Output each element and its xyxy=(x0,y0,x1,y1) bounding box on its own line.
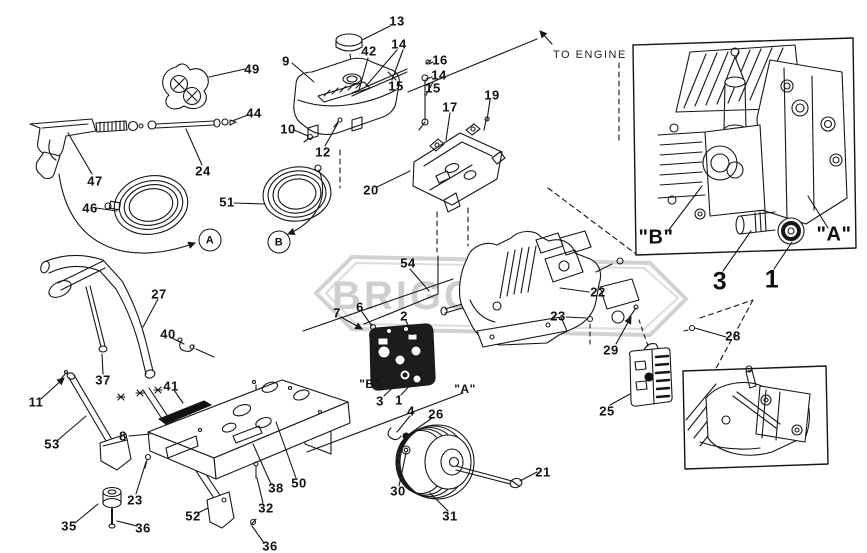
callout-2-24: 2 xyxy=(400,308,408,324)
leader-lines xyxy=(40,25,829,544)
callout-15-6: 15 xyxy=(425,80,441,96)
hose-coil-51 xyxy=(262,164,332,236)
callout-3-26: 3 xyxy=(376,393,384,409)
callout-23-38: 23 xyxy=(127,492,143,508)
callout-54-19: 54 xyxy=(400,255,416,271)
callout-47-12: 47 xyxy=(87,173,103,189)
handle xyxy=(40,254,230,513)
callout-29-49: 29 xyxy=(603,342,619,358)
engine xyxy=(440,230,640,348)
callout-11-35: 11 xyxy=(28,394,44,410)
callout-52-41: 52 xyxy=(185,508,201,524)
callout-4-29: 4 xyxy=(407,403,415,419)
callout-A-28: "A" xyxy=(454,382,476,396)
pump-inset xyxy=(632,37,857,256)
mount-bracket xyxy=(412,116,506,213)
callout-21-48: 21 xyxy=(535,464,551,480)
switch-box xyxy=(628,304,696,407)
callout-8-37: 8 xyxy=(119,428,127,444)
callout-36-40: 36 xyxy=(135,520,151,536)
wheel xyxy=(387,424,523,500)
engine-inset xyxy=(682,365,829,470)
callout-41-33: 41 xyxy=(163,378,179,394)
callout-A-56: A xyxy=(198,228,222,252)
callout-27-31: 27 xyxy=(151,286,167,302)
callout-B-57: B xyxy=(267,230,291,254)
callout-32-44: 32 xyxy=(258,500,274,516)
callout-23-21: 23 xyxy=(550,308,566,324)
spray-gun xyxy=(29,118,144,180)
callout-20-18: 20 xyxy=(363,182,379,198)
callout-19-17: 19 xyxy=(484,87,500,103)
callout-24-13: 24 xyxy=(195,163,211,179)
callout-35-39: 35 xyxy=(61,518,77,534)
callout-B-52: "B" xyxy=(638,226,674,249)
callout-22-20: 22 xyxy=(590,284,606,300)
callout-31-47: 31 xyxy=(442,508,458,524)
callout-37-34: 37 xyxy=(95,372,111,388)
base-plate xyxy=(147,379,351,529)
callout-51-15: 51 xyxy=(219,194,235,210)
callout-A-53: "A" xyxy=(816,223,852,246)
callout-15-5: 15 xyxy=(388,78,404,94)
callout-49-10: 49 xyxy=(244,61,260,77)
callout-14-4: 14 xyxy=(431,67,447,83)
callout-36-42: 36 xyxy=(262,538,278,553)
callout-26-30: 26 xyxy=(428,406,444,422)
small-hardware xyxy=(303,117,594,336)
callout-13-0: 13 xyxy=(389,13,405,29)
callout-9-7: 9 xyxy=(282,53,290,69)
callout-25-50: 25 xyxy=(599,403,615,419)
hose-coil-46 xyxy=(58,173,196,254)
callout-12-9: 12 xyxy=(315,144,331,160)
wand xyxy=(147,118,237,130)
callout-16-3: 16 xyxy=(432,52,448,68)
callout-B-25: "B" xyxy=(359,377,381,391)
callout-1-55: 1 xyxy=(764,265,780,294)
nozzle-holder xyxy=(162,63,209,110)
callout-30-46: 30 xyxy=(390,483,406,499)
callout-14-2: 14 xyxy=(391,36,407,52)
to-engine-label: TO ENGINE xyxy=(553,49,627,61)
callout-38-43: 38 xyxy=(268,480,284,496)
callout-28-51: 28 xyxy=(725,328,741,344)
callout-17-16: 17 xyxy=(442,99,458,115)
callout-10-8: 10 xyxy=(280,121,296,137)
callout-3-54: 3 xyxy=(712,267,728,296)
callout-44-11: 44 xyxy=(246,105,262,121)
callout-7-22: 7 xyxy=(333,305,341,321)
callout-1-27: 1 xyxy=(395,392,403,408)
callout-46-14: 46 xyxy=(82,200,98,216)
callout-42-1: 42 xyxy=(361,43,377,59)
callout-6-23: 6 xyxy=(356,299,364,315)
callout-40-32: 40 xyxy=(160,326,176,342)
callout-50-45: 50 xyxy=(291,475,307,491)
callout-53-36: 53 xyxy=(44,436,60,452)
